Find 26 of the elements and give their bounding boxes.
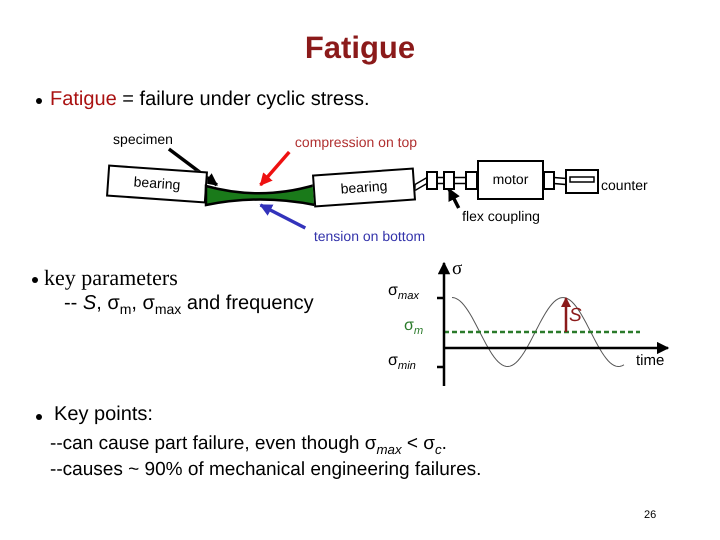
counter-label: counter [601,176,648,193]
callout-text: compression on top [294,135,418,151]
callout-text: tension on bottom [314,229,426,245]
text: time [636,352,664,370]
slide-title: Fatigue [304,30,416,66]
text: σ$_{m}$ [404,317,424,338]
text: σ [452,258,462,280]
text: S [569,305,582,327]
text: -- S, σ$_{m}$, σ$_{max}$ and frequency [64,292,314,318]
bearing-box: bearing [106,164,208,204]
bearing-box: bearing [312,167,416,208]
text: key parameters [44,265,178,290]
leader-arrow [259,150,291,186]
page-number: 26 [644,509,656,522]
text: σ$_{max}$ [388,282,420,304]
text: --causes ~ 90% of mechanical engineering failures. [50,459,482,481]
text: σ$_{min}$ [388,352,416,374]
callout-text: flex coupling [462,209,540,225]
motor-box: motor [477,160,544,200]
text: --can cause part failure, even though σ$_{max}$ < σ$_{c}$. [50,433,447,458]
callout-text: specimen [113,132,173,148]
text: Fatigue = failure under cyclic stress. [50,88,370,111]
leader-arrow [259,203,306,230]
leader-arrow [447,188,460,209]
leader-arrow [168,148,218,186]
text: Key points: [54,403,153,426]
